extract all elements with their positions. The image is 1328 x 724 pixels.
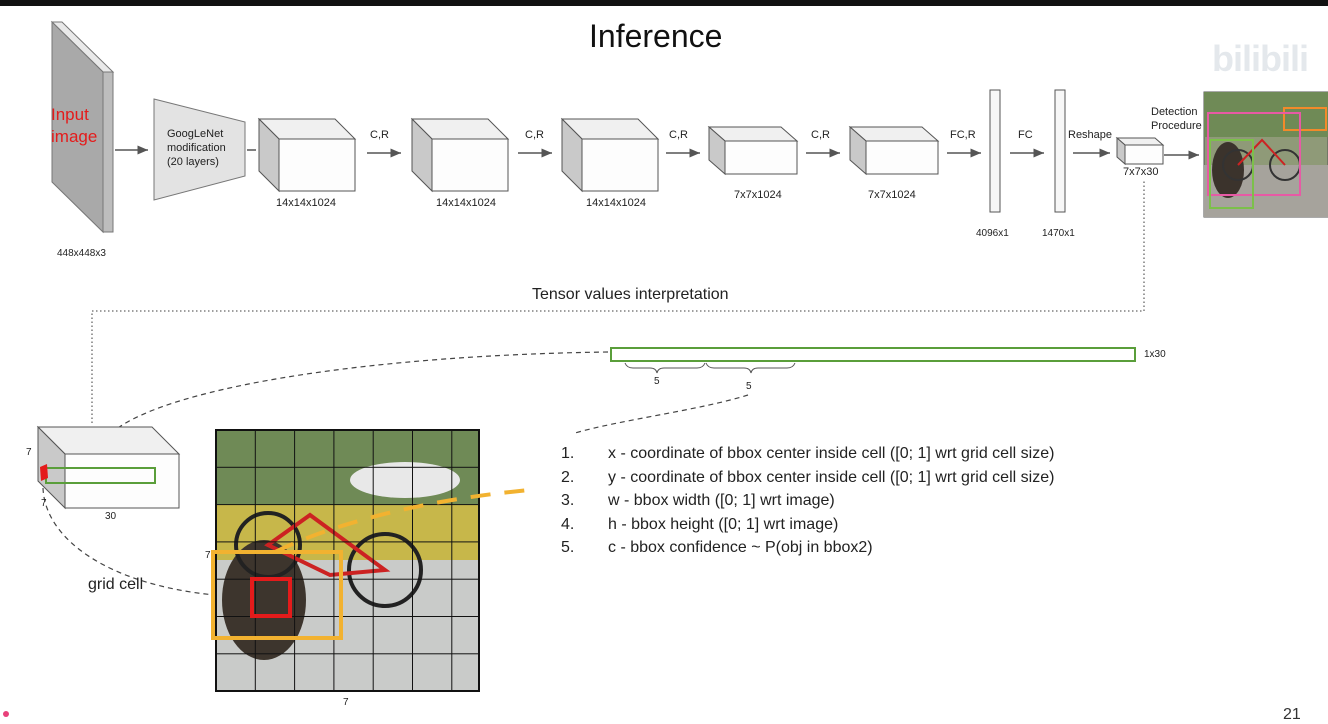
dashed-curve-gridcell bbox=[42, 487, 216, 596]
arrow-label-4: C,R bbox=[811, 129, 830, 141]
arrow-label-3: C,R bbox=[669, 129, 688, 141]
layer-box-5 bbox=[848, 125, 940, 176]
cube-dim-top: 7 bbox=[26, 447, 32, 458]
arrow-label-7: Reshape bbox=[1068, 129, 1113, 141]
detection-output-image bbox=[1203, 91, 1328, 218]
brace-left bbox=[624, 362, 706, 374]
fc-size-2: 1470x1 bbox=[1042, 228, 1075, 239]
layer-size-4: 7x7x1024 bbox=[734, 189, 782, 201]
watermark-logo: bilibili bbox=[1212, 38, 1309, 79]
detection-procedure-label: Detection Procedure bbox=[1151, 106, 1202, 132]
tensor-vector-bar bbox=[610, 347, 1136, 362]
fc-layer-1 bbox=[989, 89, 1001, 213]
grid-cols-label: 7 bbox=[343, 697, 349, 708]
layer-box-3 bbox=[560, 117, 660, 193]
brace-left-label: 5 bbox=[654, 376, 660, 387]
dashed-curve-vector bbox=[114, 351, 609, 431]
input-image-slab bbox=[50, 20, 115, 234]
tensor-interpretation-frame bbox=[91, 180, 1145, 423]
tensor-cube bbox=[36, 425, 181, 510]
brace-right-label: 5 bbox=[746, 381, 752, 392]
arrow-label-6: FC bbox=[1018, 129, 1033, 141]
top-bar bbox=[0, 0, 1328, 6]
googlenet-label: GoogLeNet modification (20 layers) bbox=[167, 128, 226, 168]
tensor-values-list: 1.x - coordinate of bbox center inside c… bbox=[561, 442, 1054, 560]
slide-indicator-dot bbox=[3, 711, 9, 717]
output-tensor-label: 7x7x30 bbox=[1123, 166, 1159, 178]
page-title: Inference bbox=[589, 18, 723, 54]
page-number: 21 bbox=[1283, 706, 1301, 723]
list-item: 5.c - bbox confidence ~ P(obj in bbox2) bbox=[561, 539, 873, 556]
layer-size-3: 14x14x1024 bbox=[586, 197, 646, 209]
arrow-label-1: C,R bbox=[370, 129, 389, 141]
layer-size-5: 7x7x1024 bbox=[868, 189, 916, 201]
googlenet-block bbox=[153, 98, 246, 201]
list-item: 2.y - coordinate of bbox center inside c… bbox=[561, 468, 1055, 486]
arrow-label-5: FC,R bbox=[950, 129, 976, 141]
layer-box-1 bbox=[257, 117, 357, 193]
vector-size-label: 1x30 bbox=[1144, 349, 1166, 360]
grid-image bbox=[211, 429, 531, 692]
grid-rows-label: 7 bbox=[205, 550, 211, 561]
grid-cell-label: grid cell bbox=[88, 576, 144, 593]
list-item: 3.w - bbox width ([0; 1] wrt image) bbox=[561, 492, 835, 509]
input-image-label: Input image bbox=[51, 104, 97, 148]
output-tensor-box bbox=[1115, 136, 1165, 166]
input-size-label: 448x448x3 bbox=[57, 248, 106, 259]
layer-box-2 bbox=[410, 117, 510, 193]
brace-right bbox=[705, 362, 796, 374]
tensor-interpretation-title: Tensor values interpretation bbox=[532, 286, 729, 303]
list-item: 4.h - bbox height ([0; 1] wrt image) bbox=[561, 515, 839, 533]
cube-dim-side: 7 bbox=[41, 498, 47, 509]
layer-size-2: 14x14x1024 bbox=[436, 197, 496, 209]
cube-dim-bottom: 30 bbox=[105, 511, 117, 522]
layer-size-1: 14x14x1024 bbox=[276, 197, 336, 209]
layer-box-4 bbox=[707, 125, 799, 176]
fc-layer-2 bbox=[1054, 89, 1066, 213]
arrow-label-2: C,R bbox=[525, 129, 544, 141]
input-label-text: Input image bbox=[51, 105, 98, 146]
list-item: 1.x - coordinate of bbox center inside c… bbox=[561, 445, 1055, 462]
fc-size-1: 4096x1 bbox=[976, 228, 1009, 239]
